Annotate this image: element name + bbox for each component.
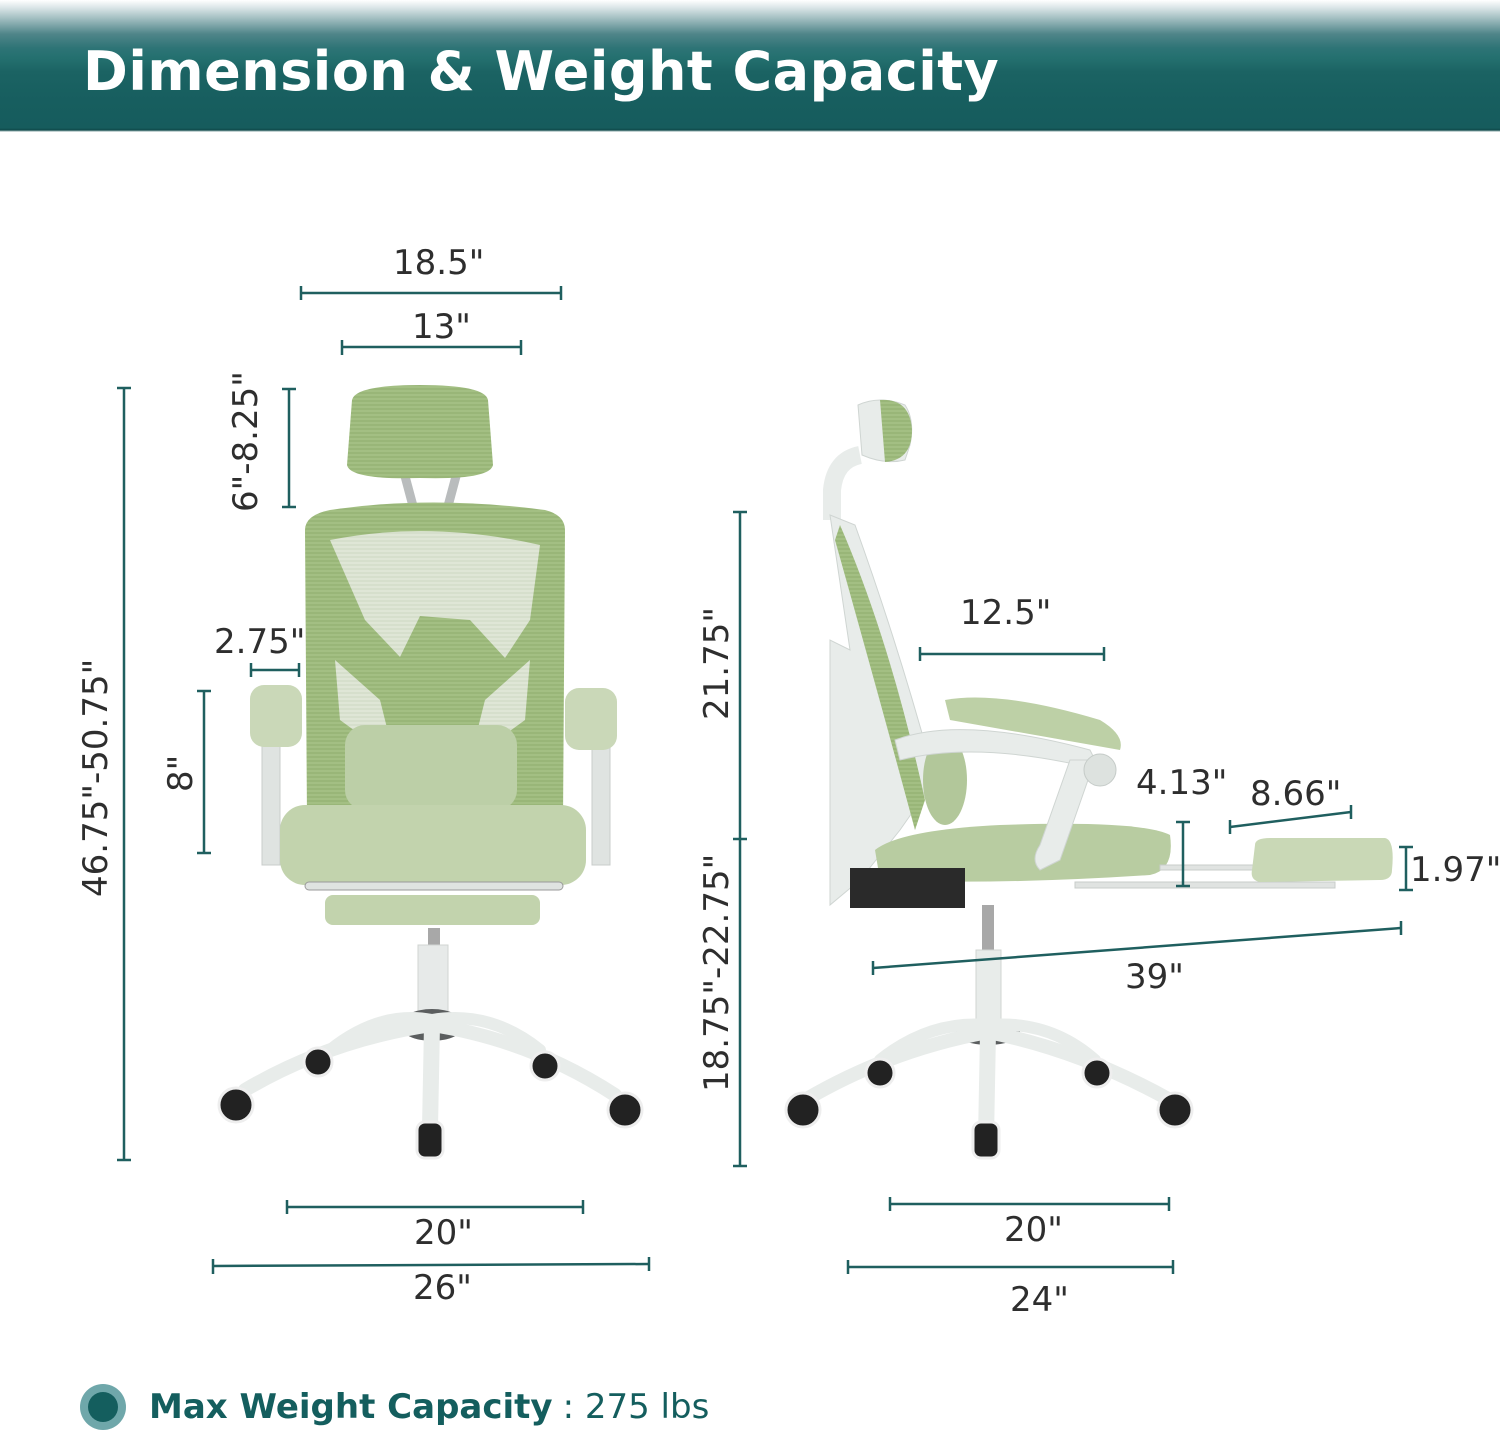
weight-capacity-value: : 275 lbs (562, 1387, 710, 1427)
dim-headrest-adjust: 6"-8.25" (226, 371, 266, 512)
weight-capacity: Max Weight Capacity : 275 lbs (80, 1382, 709, 1432)
dim-backrest-height: 21.75" (697, 607, 737, 720)
dim-reclined-length: 39" (1125, 957, 1184, 997)
dim-seat-depth: 20" (1004, 1210, 1063, 1250)
dim-seat-width: 20" (414, 1213, 473, 1253)
dim-base-width: 26" (413, 1268, 472, 1308)
dim-footrest-gap: 4.13" (1136, 763, 1228, 803)
dim-armrest-width: 2.75" (214, 622, 306, 662)
dim-seat-height: 18.75"-22.75" (697, 853, 737, 1092)
dimension-lines (117, 286, 1413, 1274)
dim-footrest-thickness: 1.97" (1410, 850, 1500, 890)
dim-armrest-length: 12.5" (960, 593, 1052, 633)
dim-headrest-width: 13" (412, 307, 471, 347)
circle-bullet-icon (80, 1384, 126, 1430)
dim-overall-height: 46.75"-50.75" (76, 658, 116, 897)
dim-base-depth: 24" (1010, 1280, 1069, 1320)
side-chair-illustration (784, 399, 1393, 1160)
weight-capacity-label: Max Weight Capacity (149, 1387, 553, 1427)
front-chair-illustration (217, 385, 644, 1160)
dim-backrest-width: 18.5" (393, 243, 485, 283)
dim-footrest-depth: 8.66" (1250, 774, 1342, 814)
page-title: Dimension & Weight Capacity (83, 40, 1000, 103)
dim-armrest-height: 8" (161, 754, 201, 792)
header-banner: Dimension & Weight Capacity (0, 0, 1500, 132)
